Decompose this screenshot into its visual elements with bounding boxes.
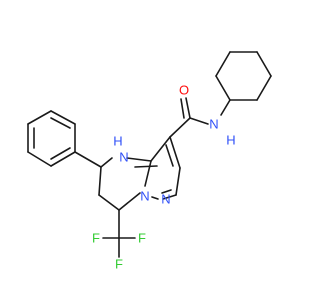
cyclohexyl-ring — [215, 51, 272, 101]
amide-nitrogen-label: N — [209, 117, 218, 132]
chemical-structure: N H O N H N N F F F — [27, 51, 272, 272]
amide-hydrogen-label: H — [226, 133, 235, 148]
pyrazole-ring — [144, 136, 181, 200]
pyrazole-nitrogen-label: N — [161, 192, 170, 207]
ring-nitrogen-4-label: N — [119, 150, 128, 165]
amide-bonds — [169, 97, 231, 138]
ring-hydrogen-4-label: H — [113, 134, 122, 149]
trifluoromethyl-group — [102, 209, 136, 258]
phenyl-ring — [27, 110, 102, 168]
fluorine-bottom-label: F — [115, 257, 123, 272]
carbonyl-oxygen-label: O — [179, 83, 189, 98]
fluorine-left-label: F — [92, 231, 100, 246]
pyrimidine-ring — [98, 157, 158, 211]
bridgehead-nitrogen-label: N — [140, 189, 149, 204]
fluorine-right-label: F — [138, 231, 146, 246]
